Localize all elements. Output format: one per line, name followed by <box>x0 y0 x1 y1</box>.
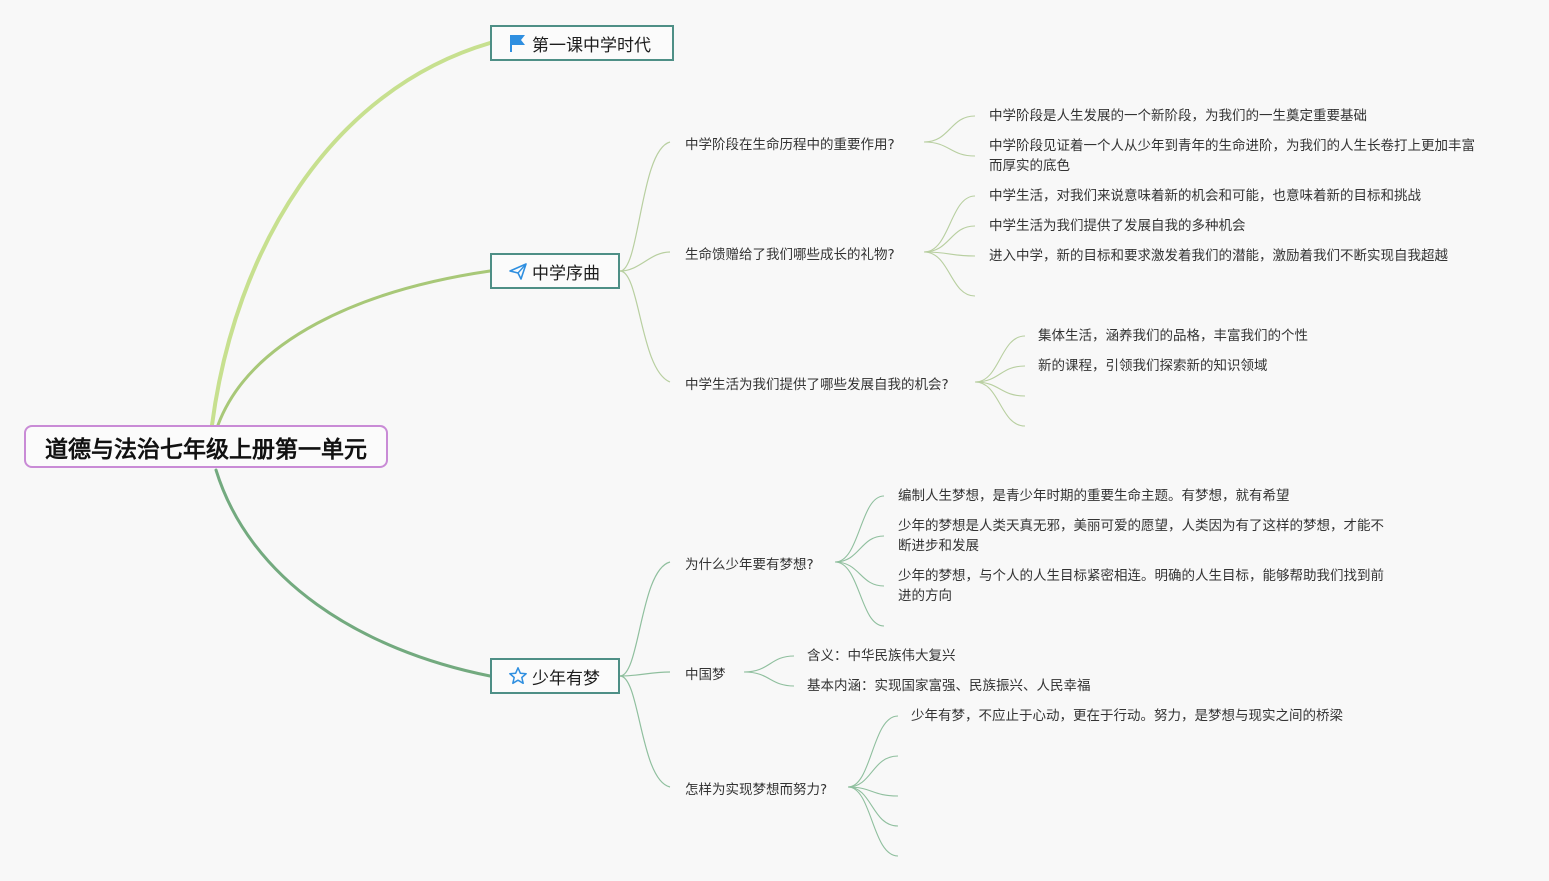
connector-b3-leaf2 <box>974 365 1026 383</box>
connector-b2-leaf2 <box>923 225 976 253</box>
connector-b2-leaf1 <box>923 195 976 253</box>
leaf-b2-2[interactable]: 中学生活为我们提供了发展自我的多种机会 <box>989 218 1246 234</box>
topic-node-3[interactable]: 少年有梦 <box>490 658 620 694</box>
paper-plane-icon <box>508 261 528 281</box>
connector-b5-leaf1 <box>743 655 795 673</box>
branch-question-2[interactable]: 生命馈赠给了我们哪些成长的礼物? <box>685 247 895 263</box>
connector-root-topic3 <box>214 468 492 678</box>
connector-topic3-b5 <box>619 671 671 677</box>
topic-node-2[interactable]: 中学序曲 <box>490 253 620 289</box>
connector-b4-leaf2 <box>834 535 885 563</box>
connector-b1-leaf2 <box>923 141 976 157</box>
leaf-b5-2[interactable]: 基本内涵：实现国家富强、民族振兴、人民幸福 <box>807 678 1091 694</box>
star-icon <box>508 666 528 686</box>
branch-question-1[interactable]: 中学阶段在生命历程中的重要作用? <box>685 137 895 153</box>
leaf-b4-2[interactable]: 少年的梦想是人类天真无邪，美丽可爱的愿望，人类因为有了这样的梦想，才能不断进步和… <box>898 518 1384 554</box>
leaf-b1-1[interactable]: 中学阶段是人生发展的一个新阶段，为我们的一生奠定重要基础 <box>989 108 1367 124</box>
connector-root-topic1 <box>210 41 492 427</box>
leaf-b2-3[interactable]: 进入中学，新的目标和要求激发着我们的潜能，激励着我们不断实现自我超越 <box>989 248 1448 264</box>
leaf-b1-2[interactable]: 中学阶段见证着一个人从少年到青年的生命进阶，为我们的人生长卷打上更加丰富而厚实的… <box>989 138 1475 174</box>
topic-node-1[interactable]: 第一课中学时代 <box>490 25 674 61</box>
branch-question-4[interactable]: 为什么少年要有梦想? <box>685 557 814 573</box>
connector-b2-leaf4 <box>923 251 976 297</box>
topic-label-1: 第一课中学时代 <box>532 35 651 56</box>
connector-b6-leaf1 <box>847 715 899 788</box>
connector-topic2-b1 <box>619 141 671 272</box>
connector-b6-leaf4 <box>847 786 899 827</box>
topic-label-2: 中学序曲 <box>532 263 600 284</box>
connector-b4-leaf3 <box>834 561 885 587</box>
root-node[interactable]: 道德与法治七年级上册第一单元 <box>24 425 388 468</box>
connector-b6-leaf2 <box>847 755 899 788</box>
leaf-b6-1[interactable]: 少年有梦，不应止于心动，更在于行动。努力，是梦想与现实之间的桥梁 <box>911 708 1343 724</box>
leaf-b4-1[interactable]: 编制人生梦想，是青少年时期的重要生命主题。有梦想，就有希望 <box>898 488 1290 504</box>
topic-label-3: 少年有梦 <box>532 668 600 689</box>
connector-topic3-b4 <box>619 561 671 677</box>
connector-topic2-b2 <box>619 251 671 272</box>
connector-b5-leaf2 <box>743 671 795 687</box>
connector-b2-leaf3 <box>923 251 976 257</box>
leaf-b2-1[interactable]: 中学生活，对我们来说意味着新的机会和可能，也意味着新的目标和挑战 <box>989 188 1421 204</box>
connector-root-topic2 <box>216 269 492 427</box>
root-label: 道德与法治七年级上册第一单元 <box>45 436 367 463</box>
branch-question-3[interactable]: 中学生活为我们提供了哪些发展自我的机会? <box>685 377 949 393</box>
leaf-b4-3[interactable]: 少年的梦想，与个人的人生目标紧密相连。明确的人生目标，能够帮助我们找到前进的方向 <box>898 568 1384 604</box>
connector-b3-leaf4 <box>974 381 1026 427</box>
branch-question-6[interactable]: 怎样为实现梦想而努力? <box>685 782 828 798</box>
leaf-b5-1[interactable]: 含义：中华民族伟大复兴 <box>807 648 956 664</box>
connector-topic2-b3 <box>619 270 671 383</box>
connector-b1-leaf1 <box>923 115 976 143</box>
flag-icon <box>508 33 528 53</box>
leaf-b3-1[interactable]: 集体生活，涵养我们的品格，丰富我们的个性 <box>1038 328 1308 344</box>
connector-b4-leaf1 <box>834 495 885 563</box>
connector-b3-leaf1 <box>974 335 1026 383</box>
connector-topic3-b6 <box>619 675 671 788</box>
connector-b4-leaf4 <box>834 561 885 627</box>
leaf-b3-2[interactable]: 新的课程，引领我们探索新的知识领域 <box>1038 358 1268 374</box>
branch-question-5[interactable]: 中国梦 <box>685 667 726 683</box>
connector-b6-leaf5 <box>847 786 899 857</box>
